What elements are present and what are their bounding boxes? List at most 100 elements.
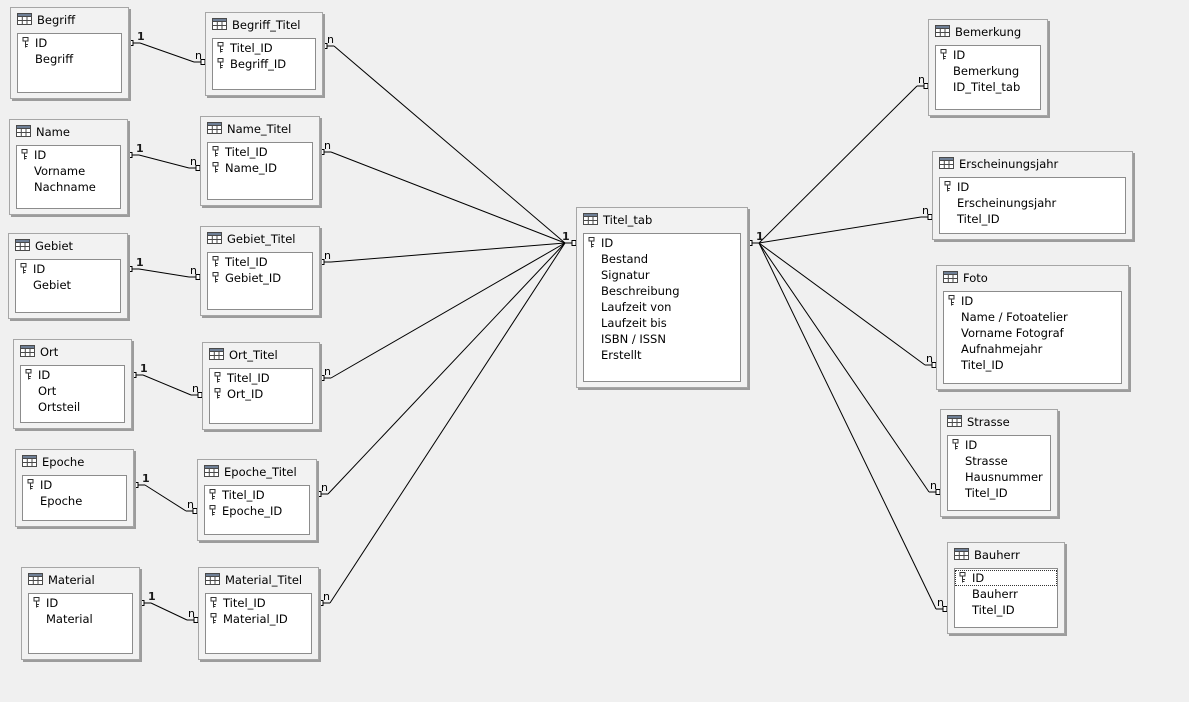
field-row[interactable]: Titel_ID — [208, 254, 312, 270]
table-title[interactable]: Strasse — [941, 410, 1057, 434]
field-row[interactable]: Bestand — [584, 251, 740, 267]
relation-line[interactable] — [758, 85, 918, 244]
field-row[interactable]: Titel_ID — [944, 357, 1121, 373]
table-title[interactable]: Foto — [937, 266, 1128, 290]
field-row[interactable]: Name / Fotoatelier — [944, 309, 1121, 325]
field-row[interactable]: Bauherr — [955, 586, 1057, 602]
field-row[interactable]: Vorname Fotograf — [944, 325, 1121, 341]
table-title[interactable]: Material_Titel — [199, 568, 318, 592]
field-row[interactable]: Bemerkung — [936, 63, 1040, 79]
field-row[interactable]: Signatur — [584, 267, 740, 283]
field-row[interactable]: ID — [955, 570, 1057, 586]
table-title[interactable]: Begriff_Titel — [206, 13, 322, 37]
table-title[interactable]: Epoche_Titel — [198, 460, 316, 484]
table-title[interactable]: Begriff — [11, 8, 128, 32]
relation-line[interactable] — [330, 242, 566, 379]
field-row[interactable]: ID — [17, 147, 120, 163]
field-row[interactable]: Epoche — [23, 493, 126, 509]
field-row[interactable]: Laufzeit bis — [584, 315, 740, 331]
relation-line[interactable] — [144, 484, 187, 512]
table-title[interactable]: Epoche — [16, 450, 133, 474]
field-row[interactable]: ID — [29, 595, 132, 611]
relation-line[interactable] — [139, 42, 195, 63]
field-row[interactable]: Epoche_ID — [205, 503, 309, 519]
field-row[interactable]: Titel_ID — [940, 211, 1125, 227]
relation-line[interactable] — [142, 374, 192, 396]
field-row[interactable]: Erscheinungsjahr — [940, 195, 1125, 211]
field-row[interactable]: Titel_ID — [206, 595, 311, 611]
relation-line[interactable] — [758, 242, 937, 610]
table-title[interactable]: Gebiet_Titel — [201, 227, 319, 251]
field-row[interactable]: Titel_ID — [213, 40, 315, 56]
field-row[interactable]: Titel_ID — [955, 602, 1057, 618]
table-title[interactable]: Erscheinungsjahr — [933, 152, 1132, 176]
field-row[interactable]: Gebiet — [16, 277, 120, 293]
field-row[interactable]: Material_ID — [206, 611, 311, 627]
field-row[interactable]: Ortsteil — [21, 399, 124, 415]
relation-line[interactable] — [329, 242, 566, 604]
field-row[interactable]: Nachname — [17, 179, 120, 195]
table-title[interactable]: Ort_Titel — [203, 343, 319, 367]
field-row[interactable]: Erstellt — [584, 347, 740, 363]
relation-line[interactable] — [758, 216, 922, 244]
field-row[interactable]: ID — [584, 235, 740, 251]
relation-line[interactable] — [138, 268, 190, 278]
field-row[interactable]: ID — [16, 261, 120, 277]
field-row[interactable]: ID_Titel_tab — [936, 79, 1040, 95]
field-row[interactable]: Begriff_ID — [213, 56, 315, 72]
field-row[interactable]: Aufnahmejahr — [944, 341, 1121, 357]
field-row[interactable]: Ort — [21, 383, 124, 399]
field-row[interactable]: Titel_ID — [208, 144, 312, 160]
field-row[interactable]: Gebiet_ID — [208, 270, 312, 286]
field-row[interactable]: Material — [29, 611, 132, 627]
field-row[interactable]: Laufzeit von — [584, 299, 740, 315]
table-title[interactable]: Gebiet — [9, 234, 127, 258]
table-title[interactable]: Name — [10, 120, 127, 144]
table-title[interactable]: Titel_tab — [577, 208, 747, 232]
relation-line[interactable] — [333, 45, 566, 244]
field-row[interactable]: ID — [944, 293, 1121, 309]
field-row[interactable]: ID — [940, 179, 1125, 195]
relation-line[interactable] — [327, 242, 566, 495]
field-row[interactable]: ID — [936, 47, 1040, 63]
field-row[interactable]: Begriff — [18, 51, 121, 67]
field-row[interactable]: Titel_ID — [210, 370, 312, 386]
field-row[interactable]: Name_ID — [208, 160, 312, 176]
field-row[interactable]: Titel_ID — [948, 485, 1050, 501]
table-title[interactable]: Bauherr — [948, 543, 1064, 567]
field-row[interactable]: ID — [18, 35, 121, 51]
table-title[interactable]: Name_Titel — [201, 117, 319, 141]
relation-line[interactable] — [330, 242, 566, 263]
table-title[interactable]: Bemerkung — [929, 20, 1047, 44]
field-row[interactable]: Hausnummer — [948, 469, 1050, 485]
